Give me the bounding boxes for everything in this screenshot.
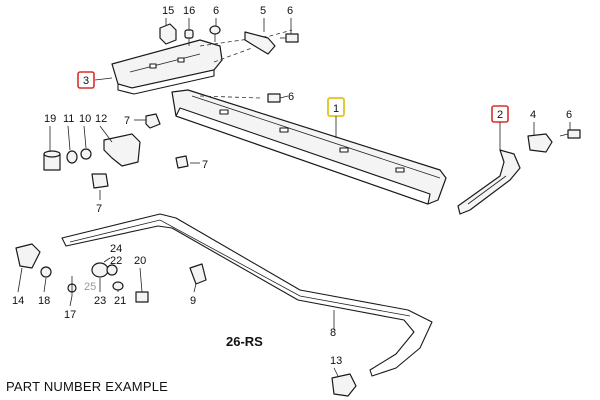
nut-part-21[interactable] (112, 281, 124, 291)
screw-part-6d[interactable] (559, 129, 581, 139)
callout-6d[interactable]: 6 (566, 109, 572, 121)
callout-11[interactable]: 11 (63, 113, 74, 125)
clip-part-4[interactable] (527, 133, 553, 153)
callout-6a[interactable]: 6 (213, 5, 219, 17)
callout-18[interactable]: 18 (38, 295, 50, 307)
caption-text: PART NUMBER EXAMPLE (6, 379, 169, 394)
callout-2[interactable]: 2 (497, 109, 503, 121)
bumper-part-19[interactable] (43, 150, 61, 171)
washer-part-22[interactable] (106, 264, 118, 276)
callout-8[interactable]: 8 (330, 327, 336, 339)
callout-13[interactable]: 13 (330, 355, 342, 367)
callout-6c[interactable]: 6 (288, 91, 294, 103)
callout-7b[interactable]: 7 (96, 203, 102, 215)
end-cap-part-2[interactable] (457, 149, 521, 215)
seal-part-8[interactable] (61, 213, 433, 377)
screw-part-17[interactable] (67, 276, 77, 296)
screw-part-6b[interactable] (280, 33, 299, 43)
callout-4[interactable]: 4 (530, 109, 536, 121)
callout-7c[interactable]: 7 (202, 159, 208, 171)
callout-14[interactable]: 14 (12, 295, 24, 307)
callout-5[interactable]: 5 (260, 5, 266, 17)
callout-6b[interactable]: 6 (287, 5, 293, 17)
bracket-part-12[interactable] (103, 133, 141, 167)
callout-25[interactable]: 25 (84, 281, 96, 293)
clip-part-14[interactable] (15, 243, 41, 269)
screw-part-6a[interactable] (209, 25, 221, 42)
pad-part-7a[interactable] (145, 113, 161, 129)
bolt-part-20[interactable] (135, 291, 149, 303)
trim-strip-part-1[interactable] (171, 89, 447, 205)
callout-21[interactable]: 21 (114, 295, 126, 307)
highlight-box-part-3 (77, 71, 95, 89)
clip-part-15[interactable] (159, 23, 177, 45)
nut-part-7b[interactable] (91, 173, 109, 189)
callout-9[interactable]: 9 (190, 295, 196, 307)
clip-part-13[interactable] (331, 373, 357, 397)
callout-20[interactable]: 20 (134, 255, 146, 267)
screw-part-16[interactable] (184, 29, 194, 46)
screw-part-6c[interactable] (267, 93, 289, 103)
callout-3[interactable]: 3 (83, 75, 89, 87)
callout-1[interactable]: 1 (333, 103, 339, 115)
nut-part-18[interactable] (40, 266, 52, 278)
clip-part-7c[interactable] (175, 155, 189, 169)
bracket-part-3[interactable] (111, 39, 223, 95)
callout-22[interactable]: 22 (110, 255, 122, 267)
callout-16[interactable]: 16 (183, 5, 195, 17)
clip-part-9[interactable] (189, 263, 207, 285)
grommet-part-23[interactable] (91, 262, 109, 278)
callout-17[interactable]: 17 (64, 309, 76, 321)
callout-15[interactable]: 15 (162, 5, 174, 17)
callout-10[interactable]: 10 (79, 113, 91, 125)
nut-part-10[interactable] (80, 148, 92, 160)
callout-24[interactable]: 24 (110, 243, 122, 255)
callout-23[interactable]: 23 (94, 295, 106, 307)
callout-12[interactable]: 12 (95, 113, 107, 125)
callout-19[interactable]: 19 (44, 113, 56, 125)
washer-part-11[interactable] (66, 150, 78, 164)
callout-7a[interactable]: 7 (124, 115, 130, 127)
model-code: 26-RS (226, 334, 263, 349)
clip-part-5[interactable] (244, 31, 276, 55)
